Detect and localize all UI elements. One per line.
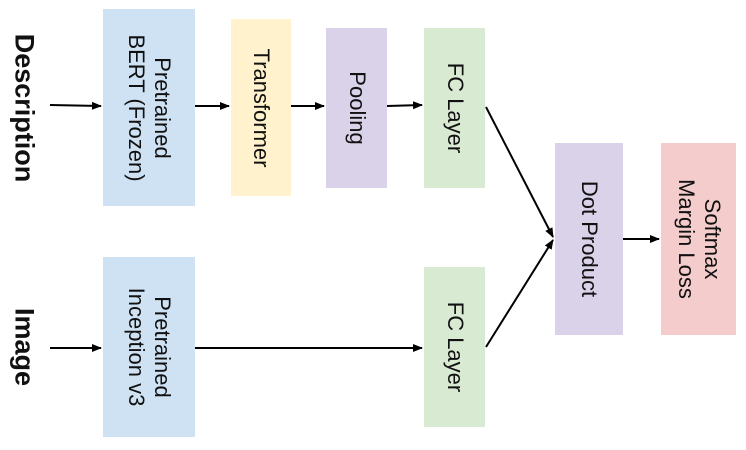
fc-layer-description-block: FC Layer bbox=[424, 28, 485, 188]
fc-layer-image-block: FC Layer bbox=[424, 267, 485, 427]
pooling-block: Pooling bbox=[326, 28, 387, 188]
arrow-fc-description-to-dot bbox=[485, 106, 554, 238]
pretrained-inception-block: Pretrained Inception v3 bbox=[103, 257, 195, 437]
arrow-pooling-to-fc-description bbox=[386, 101, 423, 110]
dot-product-block: Dot Product bbox=[555, 143, 623, 335]
arrow-fc-image-to-dot bbox=[485, 239, 554, 348]
pretrained-bert-block: Pretrained BERT (Frozen) bbox=[103, 9, 195, 206]
softmax-margin-loss-block: Softmax Margin Loss bbox=[661, 143, 736, 335]
transformer-block: Transformer bbox=[231, 19, 291, 196]
arrow-input-description bbox=[49, 101, 102, 110]
